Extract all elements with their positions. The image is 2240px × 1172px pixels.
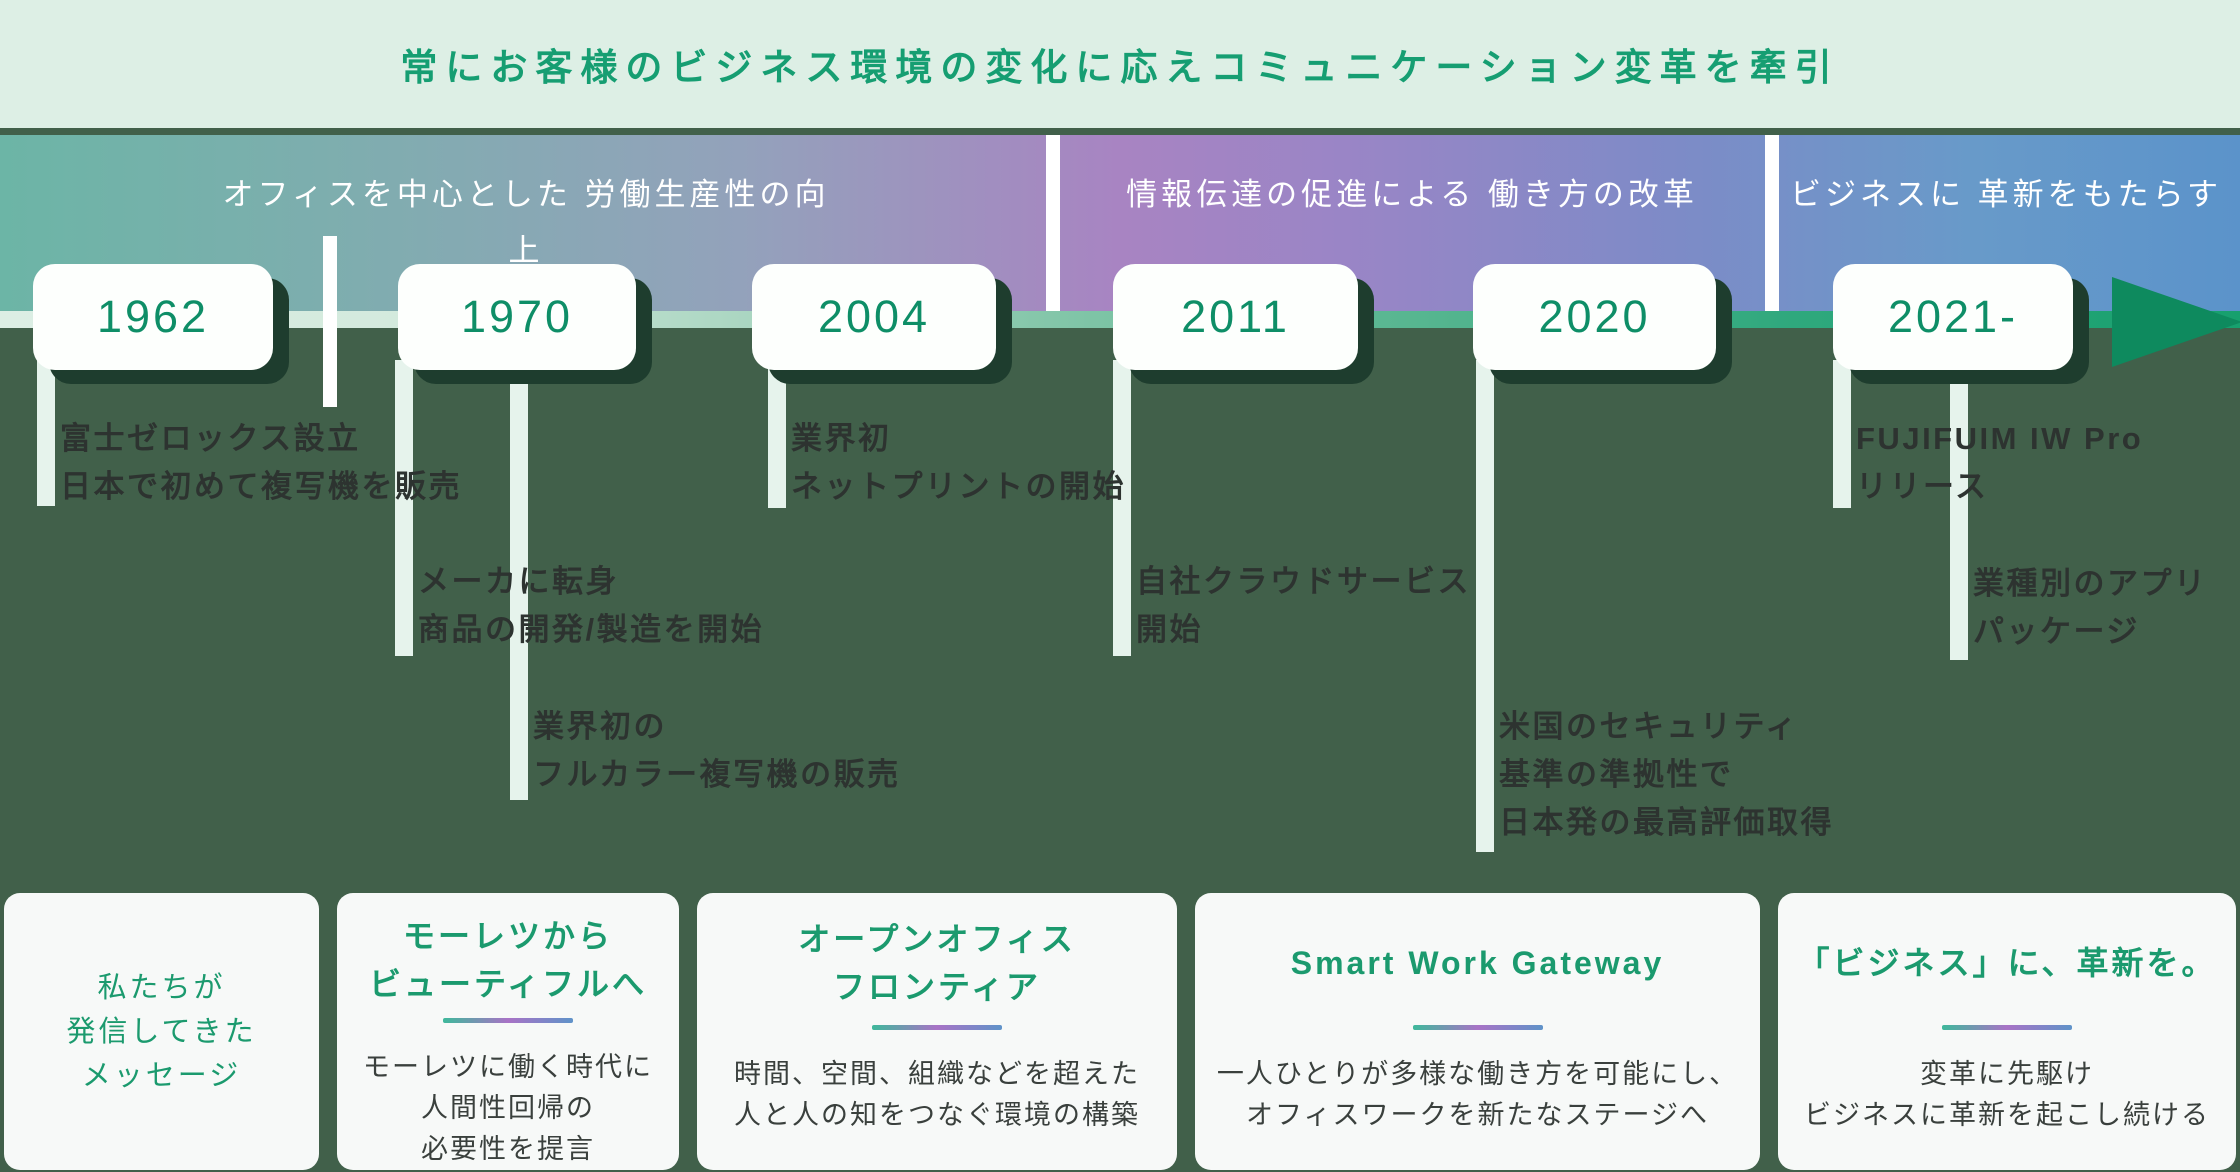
drop-line-2021-b [1950, 360, 1968, 660]
card-intro-text: 私たちが 発信してきた メッセージ [66, 966, 256, 1098]
note-line: 基準の準拠性で [1499, 757, 1734, 792]
message-card-beautiful: モーレツから ビューティフルへ モーレツに働く時代に 人間性回帰の 必要性を提言 [337, 893, 679, 1170]
year-label: 2004 [817, 291, 931, 342]
drop-line-1962 [37, 360, 55, 506]
note-line: 業界初 [791, 421, 892, 456]
card-body: 一人ひとりが多様な働き方を可能にし、 オフィスワークを新たなステージへ [1217, 1054, 1738, 1136]
drop-line-1970-a [395, 360, 413, 656]
year-label: 1970 [460, 291, 574, 342]
card-body-line: 必要性を提言 [421, 1134, 595, 1164]
drop-line-2021-a [1833, 360, 1851, 508]
phase-label-business-innovation: ビジネスに 革新をもたらす [1696, 167, 2240, 223]
card-body-line: 変革に先駆け [1920, 1059, 2094, 1089]
milestone-note-1970-fullcolor: 業界初の フルカラー複写機の販売 [533, 703, 901, 799]
card-body: モーレツに働く時代に 人間性回帰の 必要性を提言 [363, 1047, 653, 1170]
card-title-line: ビューティフルへ [368, 965, 648, 1002]
note-line: 自社クラウドサービス [1136, 564, 1471, 599]
card-title-line: Smart Work Gateway [1290, 945, 1665, 981]
note-line: ネットプリントの開始 [791, 469, 1126, 504]
card-title: 「ビジネス」に、革新を。 [1797, 907, 2216, 1019]
phase-label-line: 情報伝達の促進による [1126, 177, 1476, 212]
year-box-1962: 1962 [33, 264, 273, 370]
note-line: FUJIFUIM IW Pro [1856, 421, 2144, 456]
milestone-note-1970-maker: メーカに転身 商品の開発/製造を開始 [418, 558, 764, 654]
card-body-line: 一人ひとりが多様な働き方を可能にし、 [1216, 1059, 1739, 1089]
message-card-open-office: オープンオフィス フロンティア 時間、空間、組織などを超えた 人と人の知をつなぐ… [697, 893, 1177, 1170]
drop-line-2004 [768, 360, 786, 508]
drop-line-2011 [1113, 360, 1131, 656]
phase-start-tick [323, 236, 337, 407]
card-title: Smart Work Gateway [1291, 907, 1665, 1019]
year-box-2020: 2020 [1473, 264, 1716, 370]
phase-label-line: 労働生産性の向上 [508, 177, 830, 268]
year-box-1970: 1970 [398, 264, 636, 370]
gradient-divider [1942, 1025, 2072, 1030]
phase-label-line: ビジネスに [1789, 177, 1965, 212]
message-card-business-innovation: 「ビジネス」に、革新を。 変革に先駆け ビジネスに革新を起こし続ける [1778, 893, 2236, 1170]
card-body: 変革に先駆け ビジネスに革新を起こし続ける [1804, 1054, 2210, 1136]
phase-label-workstyle-reform: 情報伝達の促進による 働き方の改革 [1102, 167, 1722, 223]
note-line: 開始 [1136, 612, 1203, 647]
note-line: パッケージ [1973, 614, 2140, 649]
card-body: 時間、空間、組織などを超えた 人と人の知をつなぐ環境の構築 [734, 1054, 1140, 1136]
year-box-2021: 2021- [1833, 264, 2073, 370]
header-banner: 常にお客様のビジネス環境の変化に応えコミュニケーション変革を牽引 [0, 0, 2240, 128]
card-body-line: 人間性回帰の [421, 1093, 595, 1123]
milestone-note-2004: 業界初 ネットプリントの開始 [791, 415, 1126, 511]
year-label: 2021- [1887, 291, 2019, 342]
timeline-arrow-icon [2112, 277, 2240, 367]
card-body-line: ビジネスに革新を起こし続ける [1804, 1100, 2210, 1130]
note-line: 日本発の最高評価取得 [1499, 805, 1834, 840]
phase-divider [1765, 135, 1779, 311]
note-line: 富士ゼロックス設立 [60, 421, 361, 456]
card-body-line: 時間、空間、組織などを超えた [734, 1059, 1140, 1089]
card-title: モーレツから ビューティフルへ [369, 907, 647, 1012]
milestone-note-2011: 自社クラウドサービス 開始 [1136, 558, 1471, 654]
message-card-intro: 私たちが 発信してきた メッセージ [4, 893, 319, 1170]
year-box-2011: 2011 [1113, 264, 1358, 370]
phase-label-office-productivity: オフィスを中心とした 労働生産性の向上 [216, 167, 836, 279]
phase-label-line: オフィスを中心とした [222, 177, 572, 212]
message-card-smart-work-gateway: Smart Work Gateway 一人ひとりが多様な働き方を可能にし、 オフ… [1195, 893, 1760, 1170]
note-line: 日本で初めて複写機を販売 [60, 469, 462, 504]
card-title-line: オープンオフィス [798, 921, 1076, 957]
note-line: 業種別のアプリ [1973, 566, 2208, 601]
note-line: メーカに転身 [418, 564, 619, 599]
card-body-line: モーレツに働く時代に [363, 1052, 653, 1082]
page-title: 常にお客様のビジネス環境の変化に応えコミュニケーション変革を牽引 [400, 47, 1840, 88]
year-label: 1962 [96, 291, 210, 342]
card-title-line: モーレツから [402, 917, 613, 954]
note-line: 商品の開発/製造を開始 [418, 612, 765, 647]
milestone-note-2020: 米国のセキュリティ 基準の準拠性で 日本発の最高評価取得 [1499, 703, 1834, 847]
year-box-2004: 2004 [752, 264, 996, 370]
year-label: 2020 [1538, 291, 1651, 342]
note-line: リリース [1856, 469, 1989, 504]
note-line: 米国のセキュリティ [1499, 709, 1799, 744]
gradient-divider [443, 1018, 573, 1023]
phase-label-line: 革新をもたらす [1977, 177, 2222, 212]
card-title-line: 「ビジネス」に、革新を。 [1797, 945, 2217, 981]
card-title-line: フロンティア [832, 969, 1042, 1005]
milestone-note-1962: 富士ゼロックス設立 日本で初めて複写機を販売 [60, 415, 462, 511]
card-intro-line: メッセージ [81, 1059, 242, 1092]
milestone-note-2021-apps: 業種別のアプリ パッケージ [1973, 560, 2208, 656]
drop-line-1970-b [510, 360, 528, 800]
milestone-note-2021-iwpro: FUJIFUIM IW Pro リリース [1856, 415, 2143, 511]
card-body-line: 人と人の知をつなぐ環境の構築 [734, 1100, 1140, 1130]
gradient-divider [872, 1025, 1002, 1030]
card-body-line: オフィスワークを新たなステージへ [1246, 1100, 1709, 1130]
note-line: 業界初の [533, 709, 667, 744]
card-title: オープンオフィス フロンティア [798, 907, 1075, 1019]
phase-label-line: 働き方の改革 [1487, 177, 1698, 212]
note-line: フルカラー複写機の販売 [533, 757, 901, 792]
card-intro-line: 発信してきた [66, 1015, 257, 1048]
year-label: 2011 [1181, 291, 1290, 342]
gradient-divider [1412, 1025, 1543, 1030]
phase-divider [1046, 135, 1060, 311]
card-intro-line: 私たちが [97, 971, 226, 1004]
drop-line-2020 [1476, 360, 1494, 852]
